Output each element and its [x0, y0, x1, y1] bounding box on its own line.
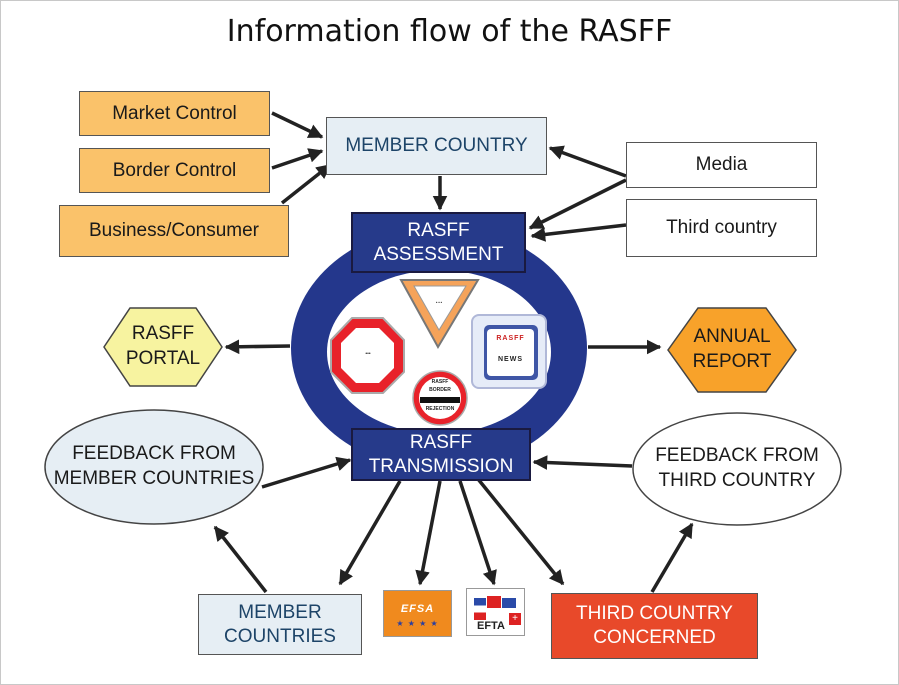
portal-line-1: RASFF	[131, 323, 195, 345]
flag-icon	[487, 596, 501, 608]
rasff-transmission-box: RASFF TRANSMISSION	[351, 428, 531, 481]
feedback-members-label: FEEDBACK FROM MEMBER COUNTRIES	[45, 437, 263, 497]
member-countries-line-2: COUNTRIES	[224, 625, 336, 647]
transmission-label-2: TRANSMISSION	[368, 455, 514, 477]
member-countries-box: MEMBER COUNTRIES	[198, 594, 362, 655]
efsa-label: EFSA	[400, 603, 435, 615]
arrow-media-to-member	[548, 145, 627, 178]
arrow-feedback-third-to-transmission	[532, 455, 633, 470]
efsa-logo: EFSA ★ ★ ★ ★	[383, 590, 452, 637]
swiss-flag-icon: +	[509, 613, 521, 625]
news-logo-bottom: NEWS	[498, 356, 523, 363]
transmission-label-1: RASFF	[409, 431, 473, 453]
arrow-border-to-member	[271, 148, 324, 170]
rejection-logo-text-1: RASFF	[431, 379, 449, 385]
arrow-transmission-to-efsa	[415, 480, 442, 586]
flag-icon	[502, 598, 516, 608]
third-country-concerned-box: THIRD COUNTRY CONCERNED	[551, 593, 758, 659]
member-country-box: MEMBER COUNTRY	[326, 117, 547, 175]
rejection-logo-text-2: BORDER	[429, 387, 451, 393]
portal-hexagon	[103, 307, 223, 387]
report-line-1: ANNUAL	[693, 326, 771, 348]
feedback-members-ellipse	[44, 409, 264, 525]
arrow-third-concerned-to-feedback	[650, 522, 694, 593]
third-country-box: Third country	[626, 199, 817, 257]
third-concerned-line-1: THIRD COUNTRY	[576, 603, 733, 625]
feedback-third-line-1: FEEDBACK FROM	[655, 445, 819, 467]
border-control-box: Border Control	[79, 148, 270, 193]
efta-label: EFTA	[477, 620, 505, 632]
arrow-to-portal	[224, 339, 291, 355]
arrow-third-to-assessment	[530, 223, 627, 242]
rasff-portal-label: RASFF PORTAL	[104, 312, 222, 382]
media-box: Media	[626, 142, 817, 188]
flag-icon	[474, 598, 486, 620]
member-countries-line-1: MEMBER	[238, 601, 322, 623]
triangle-logo-text: •••	[435, 299, 443, 305]
report-line-2: REPORT	[692, 351, 772, 372]
assessment-label-2: ASSESSMENT	[373, 243, 504, 265]
feedback-third-ellipse	[632, 412, 842, 526]
arrow-business-to-member	[280, 163, 332, 205]
arrow-member-countries-to-feedback	[213, 525, 268, 594]
arrow-feedback-members-to-transmission	[261, 456, 352, 489]
arrow-transmission-to-efta	[458, 480, 497, 586]
efsa-stars: ★ ★ ★ ★	[396, 619, 439, 628]
third-concerned-line-2: CONCERNED	[593, 627, 716, 648]
arrow-transmission-to-third-concerned	[476, 477, 565, 586]
feedback-members-line-1: FEEDBACK FROM	[72, 443, 236, 465]
news-logo-top: RASFF	[496, 335, 525, 342]
arrow-market-to-member	[271, 111, 324, 139]
annual-report-label: ANNUAL REPORT	[668, 314, 796, 386]
portal-line-2: PORTAL	[125, 348, 201, 369]
feedback-third-line-2: THIRD COUNTRY	[658, 470, 816, 491]
rasff-assessment-box: RASFF ASSESSMENT	[351, 212, 526, 273]
feedback-members-line-2: MEMBER COUNTRIES	[53, 468, 255, 489]
feedback-third-label: FEEDBACK FROM THIRD COUNTRY	[633, 439, 841, 499]
market-control-box: Market Control	[79, 91, 270, 136]
rejection-logo-text-3: REJECTION	[425, 406, 455, 412]
octagon-logo-text: •••	[365, 351, 371, 358]
efta-logo: + EFTA	[466, 588, 525, 636]
diagram-title: Information flow of the RASFF	[226, 14, 673, 49]
arrow-media-to-assessment	[528, 178, 627, 230]
report-hexagon	[667, 307, 797, 393]
assessment-label-1: RASFF	[407, 219, 470, 241]
arrow-transmission-to-member-countries	[338, 480, 402, 586]
business-consumer-box: Business/Consumer	[59, 205, 289, 257]
